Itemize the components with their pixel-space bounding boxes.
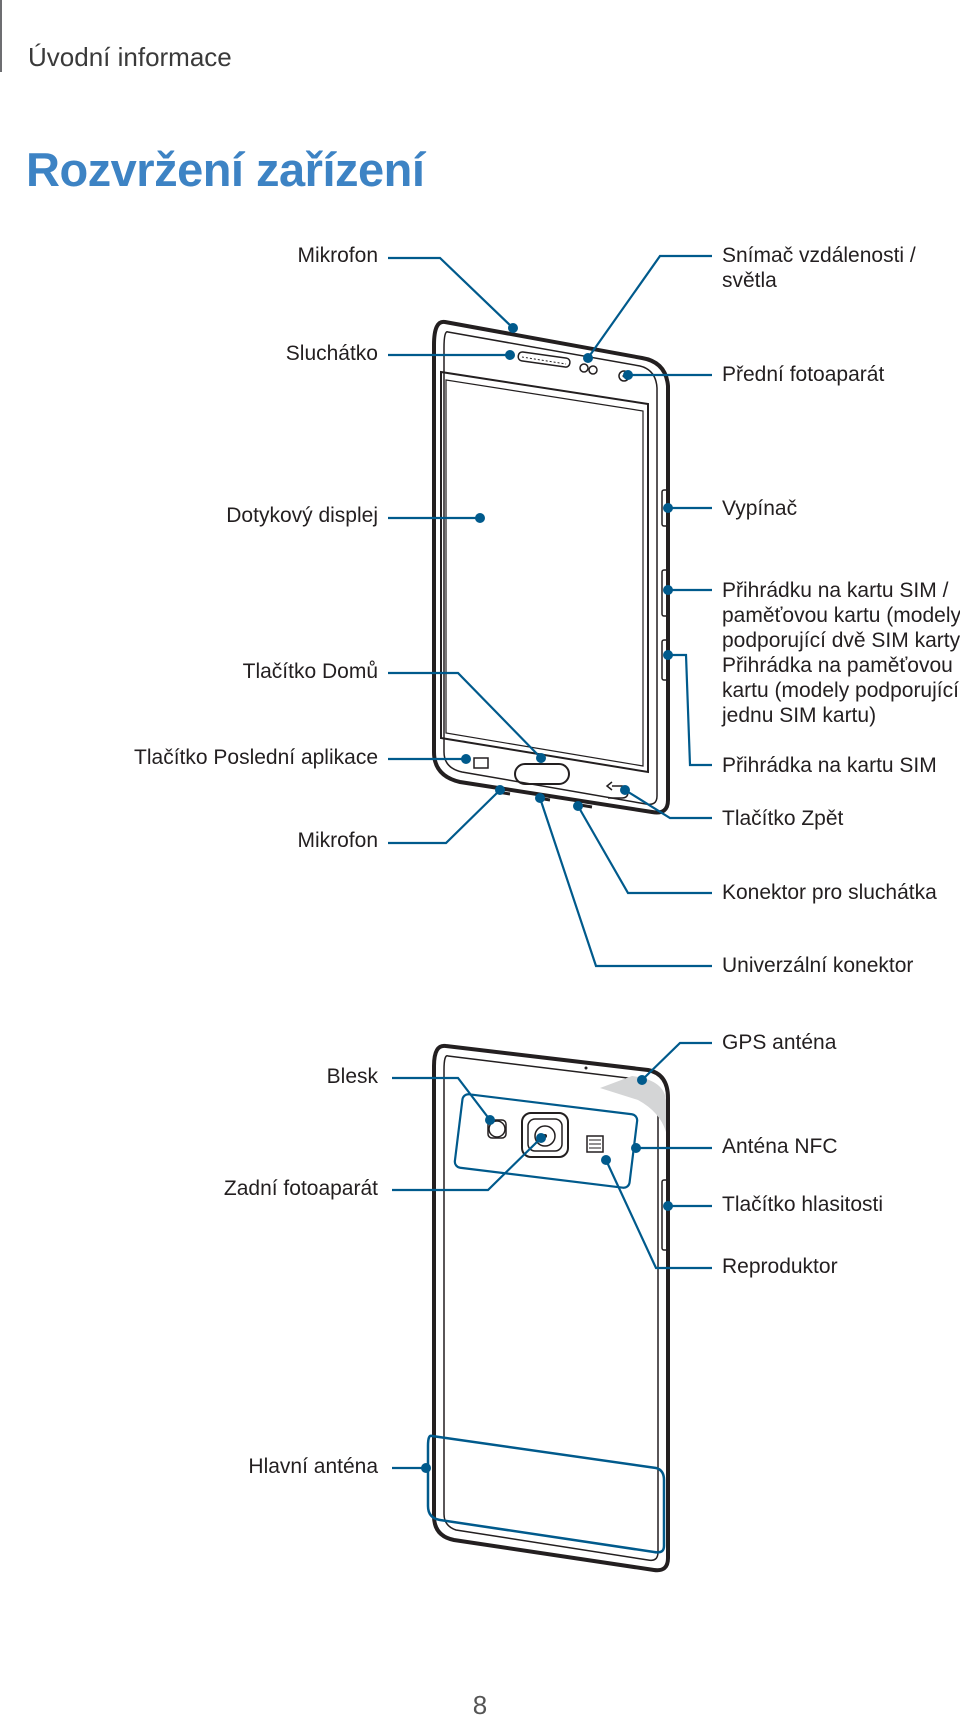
front-device-outline bbox=[432, 319, 670, 815]
label-gps-antenna: GPS anténa bbox=[722, 1031, 837, 1054]
label-speaker: Reproduktor bbox=[722, 1255, 838, 1278]
sim-line: kartu (modely podporující bbox=[722, 679, 959, 702]
label-proximity-sensor: Snímač vzdálenosti / světla bbox=[722, 244, 916, 292]
label-recent-apps-button: Tlačítko Poslední aplikace bbox=[134, 746, 378, 769]
label-nfc-antenna: Anténa NFC bbox=[722, 1135, 838, 1158]
label-front-camera: Přední fotoaparát bbox=[722, 363, 885, 386]
label-touchscreen: Dotykový displej bbox=[226, 504, 378, 527]
label-back-button: Tlačítko Zpět bbox=[722, 807, 844, 830]
flash-icon bbox=[488, 1120, 506, 1138]
label-multipurpose-jack: Univerzální konektor bbox=[722, 954, 914, 977]
rear-camera-frame bbox=[521, 1112, 569, 1158]
label-sim-tray: Přihrádka na kartu SIM bbox=[722, 754, 937, 777]
main-antenna-area bbox=[426, 1434, 666, 1554]
label-power-key: Vypínač bbox=[722, 497, 798, 520]
sim-line: podporující dvě SIM karty) bbox=[722, 629, 960, 652]
back-callouts bbox=[392, 1041, 712, 1473]
front-callouts bbox=[388, 254, 712, 968]
proximity-sensor-icon bbox=[579, 363, 589, 373]
label-rear-camera: Zadní fotoaparát bbox=[223, 1177, 378, 1200]
sim-line: Přihrádka na paměťovou bbox=[722, 654, 953, 677]
label-flash: Blesk bbox=[326, 1065, 378, 1088]
label-microphone-top: Mikrofon bbox=[297, 244, 378, 267]
earpiece-grille bbox=[517, 351, 571, 368]
sim-line: jednu SIM kartu) bbox=[722, 704, 877, 727]
home-key-shape bbox=[514, 763, 570, 785]
recent-apps-key-icon bbox=[473, 757, 489, 769]
label-microphone-bottom: Mikrofon bbox=[297, 829, 378, 852]
page-title: Rozvržení zařízení bbox=[26, 143, 425, 196]
volume-key-shape bbox=[661, 1179, 669, 1251]
label-sim-tray-block: Přihrádku na kartu SIM / paměťovou kartu… bbox=[722, 578, 960, 728]
gps-antenna-area bbox=[600, 1076, 666, 1132]
rear-camera-icon bbox=[534, 1125, 556, 1147]
label-main-antenna: Hlavní anténa bbox=[248, 1455, 378, 1478]
sim-line: paměťovou kartu (modely bbox=[722, 604, 960, 627]
label-headset-jack: Konektor pro sluchátka bbox=[722, 881, 937, 904]
label-earpiece: Sluchátko bbox=[285, 342, 378, 365]
sim-line: Přihrádku na kartu SIM / bbox=[722, 579, 949, 602]
page-number: 8 bbox=[472, 1690, 488, 1720]
label-home-button: Tlačítko Domů bbox=[242, 660, 378, 683]
back-device-outline bbox=[432, 1043, 670, 1573]
section-header: Úvodní informace bbox=[28, 42, 232, 72]
label-volume-key: Tlačítko hlasitosti bbox=[722, 1193, 884, 1216]
speaker-grille-icon bbox=[586, 1135, 604, 1153]
header-rule bbox=[0, 0, 2, 72]
